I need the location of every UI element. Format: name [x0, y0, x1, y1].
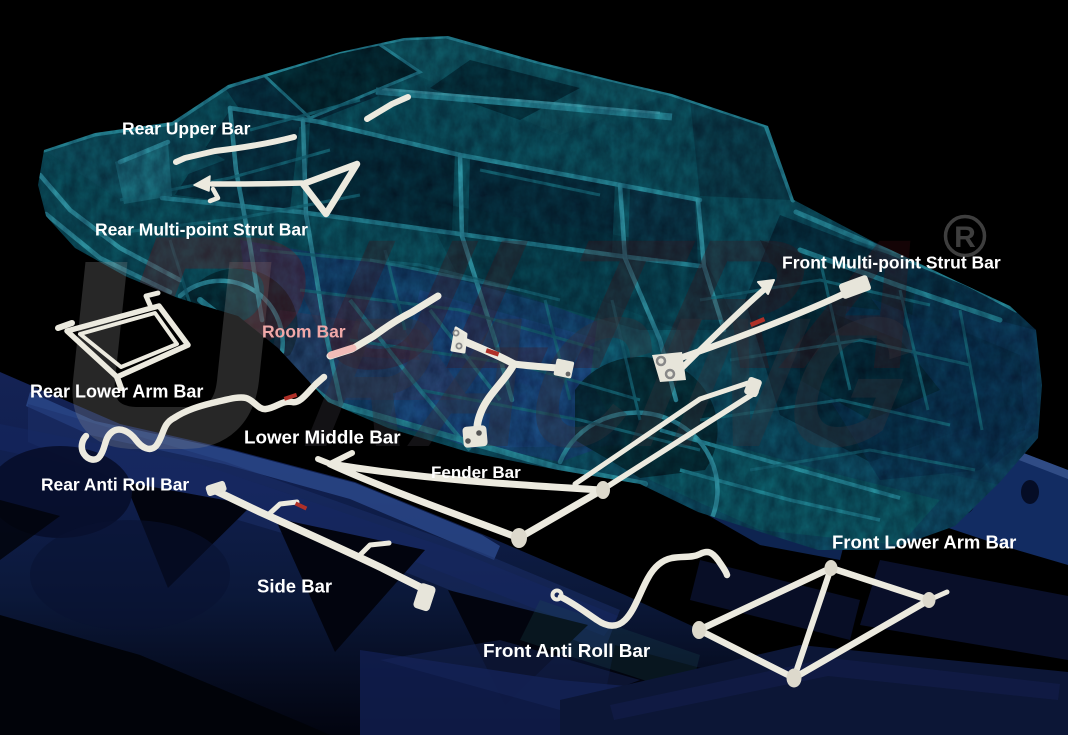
svg-text:RACING: RACING: [292, 280, 934, 486]
svg-text:Fender Bar: Fender Bar: [431, 463, 521, 482]
svg-text:Room Bar: Room Bar: [262, 322, 346, 342]
svg-text:Side Bar: Side Bar: [257, 576, 332, 597]
svg-text:Lower Middle Bar: Lower Middle Bar: [244, 427, 401, 448]
svg-text:Rear Anti Roll Bar: Rear Anti Roll Bar: [41, 475, 189, 495]
svg-text:Rear Multi-point Strut Bar: Rear Multi-point Strut Bar: [95, 220, 308, 240]
svg-text:Front Lower Arm Bar: Front Lower Arm Bar: [832, 532, 1016, 553]
svg-text:Front Multi-point Strut Bar: Front Multi-point Strut Bar: [782, 253, 1001, 273]
svg-text:ULTRA: ULTRA: [302, 202, 954, 408]
svg-text:Rear Upper Bar: Rear Upper Bar: [122, 119, 251, 139]
svg-text:Front Anti Roll Bar: Front Anti Roll Bar: [483, 641, 651, 662]
svg-text:R: R: [954, 221, 976, 254]
svg-text:Rear Lower Arm Bar: Rear Lower Arm Bar: [30, 382, 203, 402]
